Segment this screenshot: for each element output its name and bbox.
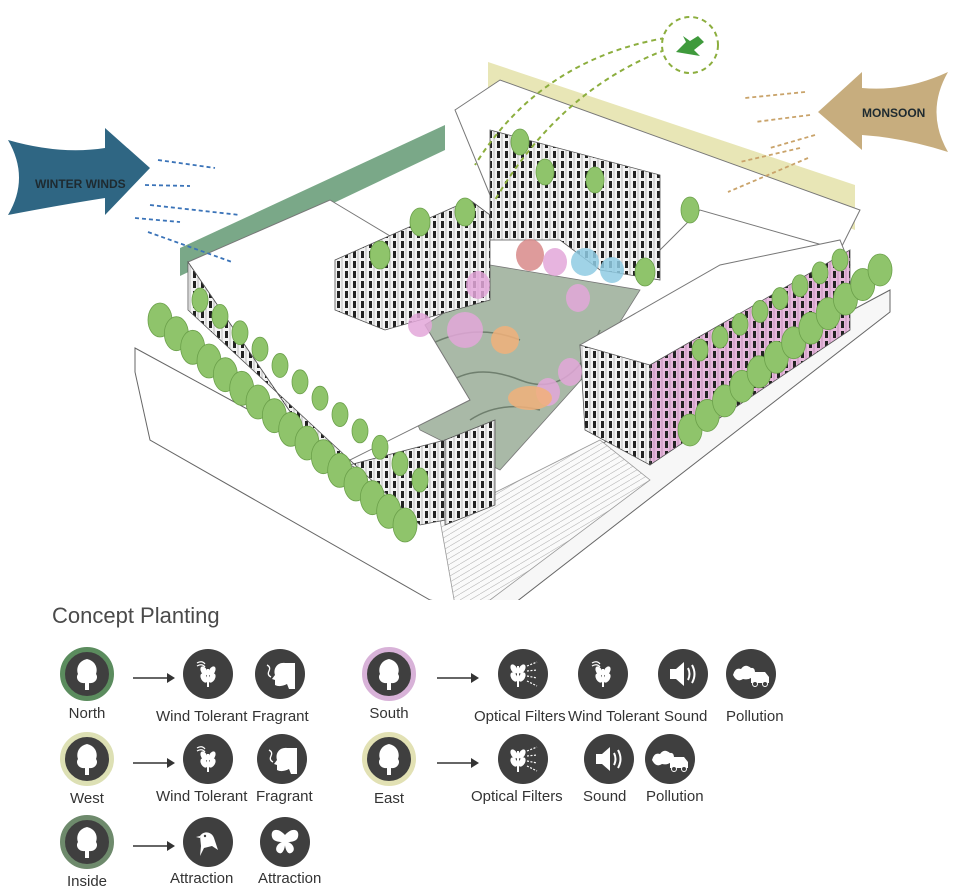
benefit-label: Wind Tolerant bbox=[156, 788, 248, 805]
benefit-label: Optical Filters bbox=[474, 708, 566, 725]
benefit-label: Sound bbox=[664, 708, 708, 725]
winter-winds-dashes bbox=[134, 159, 241, 263]
benefit-label: Fragrant bbox=[252, 708, 309, 725]
tree bbox=[191, 287, 209, 313]
monsoon-arrow bbox=[818, 72, 948, 152]
arrow-right-icon bbox=[437, 671, 479, 683]
zone-east: East bbox=[356, 732, 422, 807]
bird-attraction-icon bbox=[183, 817, 233, 867]
tree bbox=[371, 434, 389, 460]
tree bbox=[831, 248, 849, 272]
zone-label: East bbox=[373, 790, 404, 807]
benefit-label: Optical Filters bbox=[471, 788, 563, 805]
tree bbox=[331, 402, 349, 427]
arrow-right-icon bbox=[133, 756, 175, 768]
tree bbox=[791, 274, 809, 298]
tree bbox=[411, 467, 429, 493]
butterfly-attraction-icon bbox=[260, 817, 310, 867]
tree bbox=[231, 320, 249, 346]
pollution-icon bbox=[645, 734, 695, 784]
benefit-bird-attraction bbox=[183, 817, 233, 867]
tree bbox=[291, 369, 309, 395]
wind-tolerant-icon bbox=[578, 649, 628, 699]
arrow-right-icon bbox=[133, 671, 175, 683]
tree bbox=[311, 385, 329, 411]
tree bbox=[751, 300, 769, 323]
sound-icon bbox=[584, 734, 634, 784]
zone-label: Inside bbox=[66, 873, 108, 890]
wind-tolerant-icon bbox=[183, 734, 233, 784]
tree bbox=[771, 287, 789, 310]
bird-flight-path-1 bbox=[474, 37, 666, 166]
tree bbox=[251, 336, 269, 362]
benefit-label: Pollution bbox=[726, 708, 784, 725]
tree bbox=[867, 253, 893, 287]
tree bbox=[392, 507, 418, 543]
bird-icon bbox=[676, 36, 704, 56]
benefit-optical-filters bbox=[498, 649, 548, 699]
tree bbox=[391, 451, 409, 477]
benefit-label: Wind Tolerant bbox=[568, 708, 660, 725]
tree bbox=[271, 353, 289, 378]
benefit-pollution bbox=[645, 734, 695, 784]
fragrant-icon bbox=[255, 649, 305, 699]
tree bbox=[351, 418, 369, 444]
zone-south: South bbox=[356, 647, 422, 722]
benefit-butterfly-attraction bbox=[260, 817, 310, 867]
benefit-label: Sound bbox=[583, 788, 627, 805]
tree-icon bbox=[60, 647, 114, 701]
optical-filters-icon bbox=[498, 649, 548, 699]
tree bbox=[731, 312, 749, 336]
arrow-right-icon bbox=[437, 756, 479, 768]
bird-flight-path-2 bbox=[494, 49, 666, 201]
tree bbox=[691, 338, 709, 362]
site-axonometric-diagram: WINTER WINDS MONSOON bbox=[8, 16, 948, 600]
benefit-wind-tolerant bbox=[183, 734, 233, 784]
tree-icon bbox=[362, 732, 416, 786]
optical-filters-icon bbox=[498, 734, 548, 784]
benefit-wind-tolerant bbox=[578, 649, 628, 699]
zone-north: North bbox=[54, 647, 120, 722]
benefit-wind-tolerant bbox=[183, 649, 233, 699]
pollution-icon bbox=[726, 649, 776, 699]
benefit-label: Fragrant bbox=[256, 788, 313, 805]
benefit-label: Wind Tolerant bbox=[156, 708, 248, 725]
benefit-fragrant bbox=[255, 649, 305, 699]
benefit-label: Attraction bbox=[258, 870, 322, 887]
zone-inside: Inside bbox=[54, 815, 120, 890]
benefit-pollution bbox=[726, 649, 776, 699]
tree-row-west bbox=[147, 287, 429, 543]
east-wing-inner-facade bbox=[579, 344, 651, 466]
benefit-sound bbox=[584, 734, 634, 784]
fragrant-icon bbox=[257, 734, 307, 784]
legend-title: Concept Planting bbox=[52, 603, 220, 628]
tree-row-east bbox=[677, 248, 893, 447]
benefit-optical-filters bbox=[498, 734, 548, 784]
arrow-right-icon bbox=[133, 839, 175, 851]
tree bbox=[811, 261, 829, 285]
wind-tolerant-icon bbox=[183, 649, 233, 699]
tree-group-inner bbox=[369, 128, 700, 410]
zone-west: West bbox=[54, 732, 120, 807]
tree-icon bbox=[60, 815, 114, 869]
benefit-sound bbox=[658, 649, 708, 699]
winter-winds-label: WINTER WINDS bbox=[35, 177, 126, 191]
zone-label: West bbox=[70, 790, 104, 807]
monsoon-dashes bbox=[727, 91, 816, 193]
parking-area bbox=[439, 439, 651, 600]
monsoon-label: MONSOON bbox=[862, 106, 925, 120]
winter-winds-arrow bbox=[8, 128, 150, 215]
tree-icon bbox=[60, 732, 114, 786]
benefit-label: Attraction bbox=[170, 870, 234, 887]
zone-label: North bbox=[68, 705, 106, 722]
tree bbox=[711, 325, 729, 349]
sound-icon bbox=[658, 649, 708, 699]
benefit-label: Pollution bbox=[646, 788, 704, 805]
benefit-fragrant bbox=[257, 734, 307, 784]
tree-icon bbox=[362, 647, 416, 701]
tree bbox=[211, 303, 229, 329]
zone-label: South bbox=[369, 705, 409, 722]
west-wing-end bbox=[444, 419, 496, 526]
